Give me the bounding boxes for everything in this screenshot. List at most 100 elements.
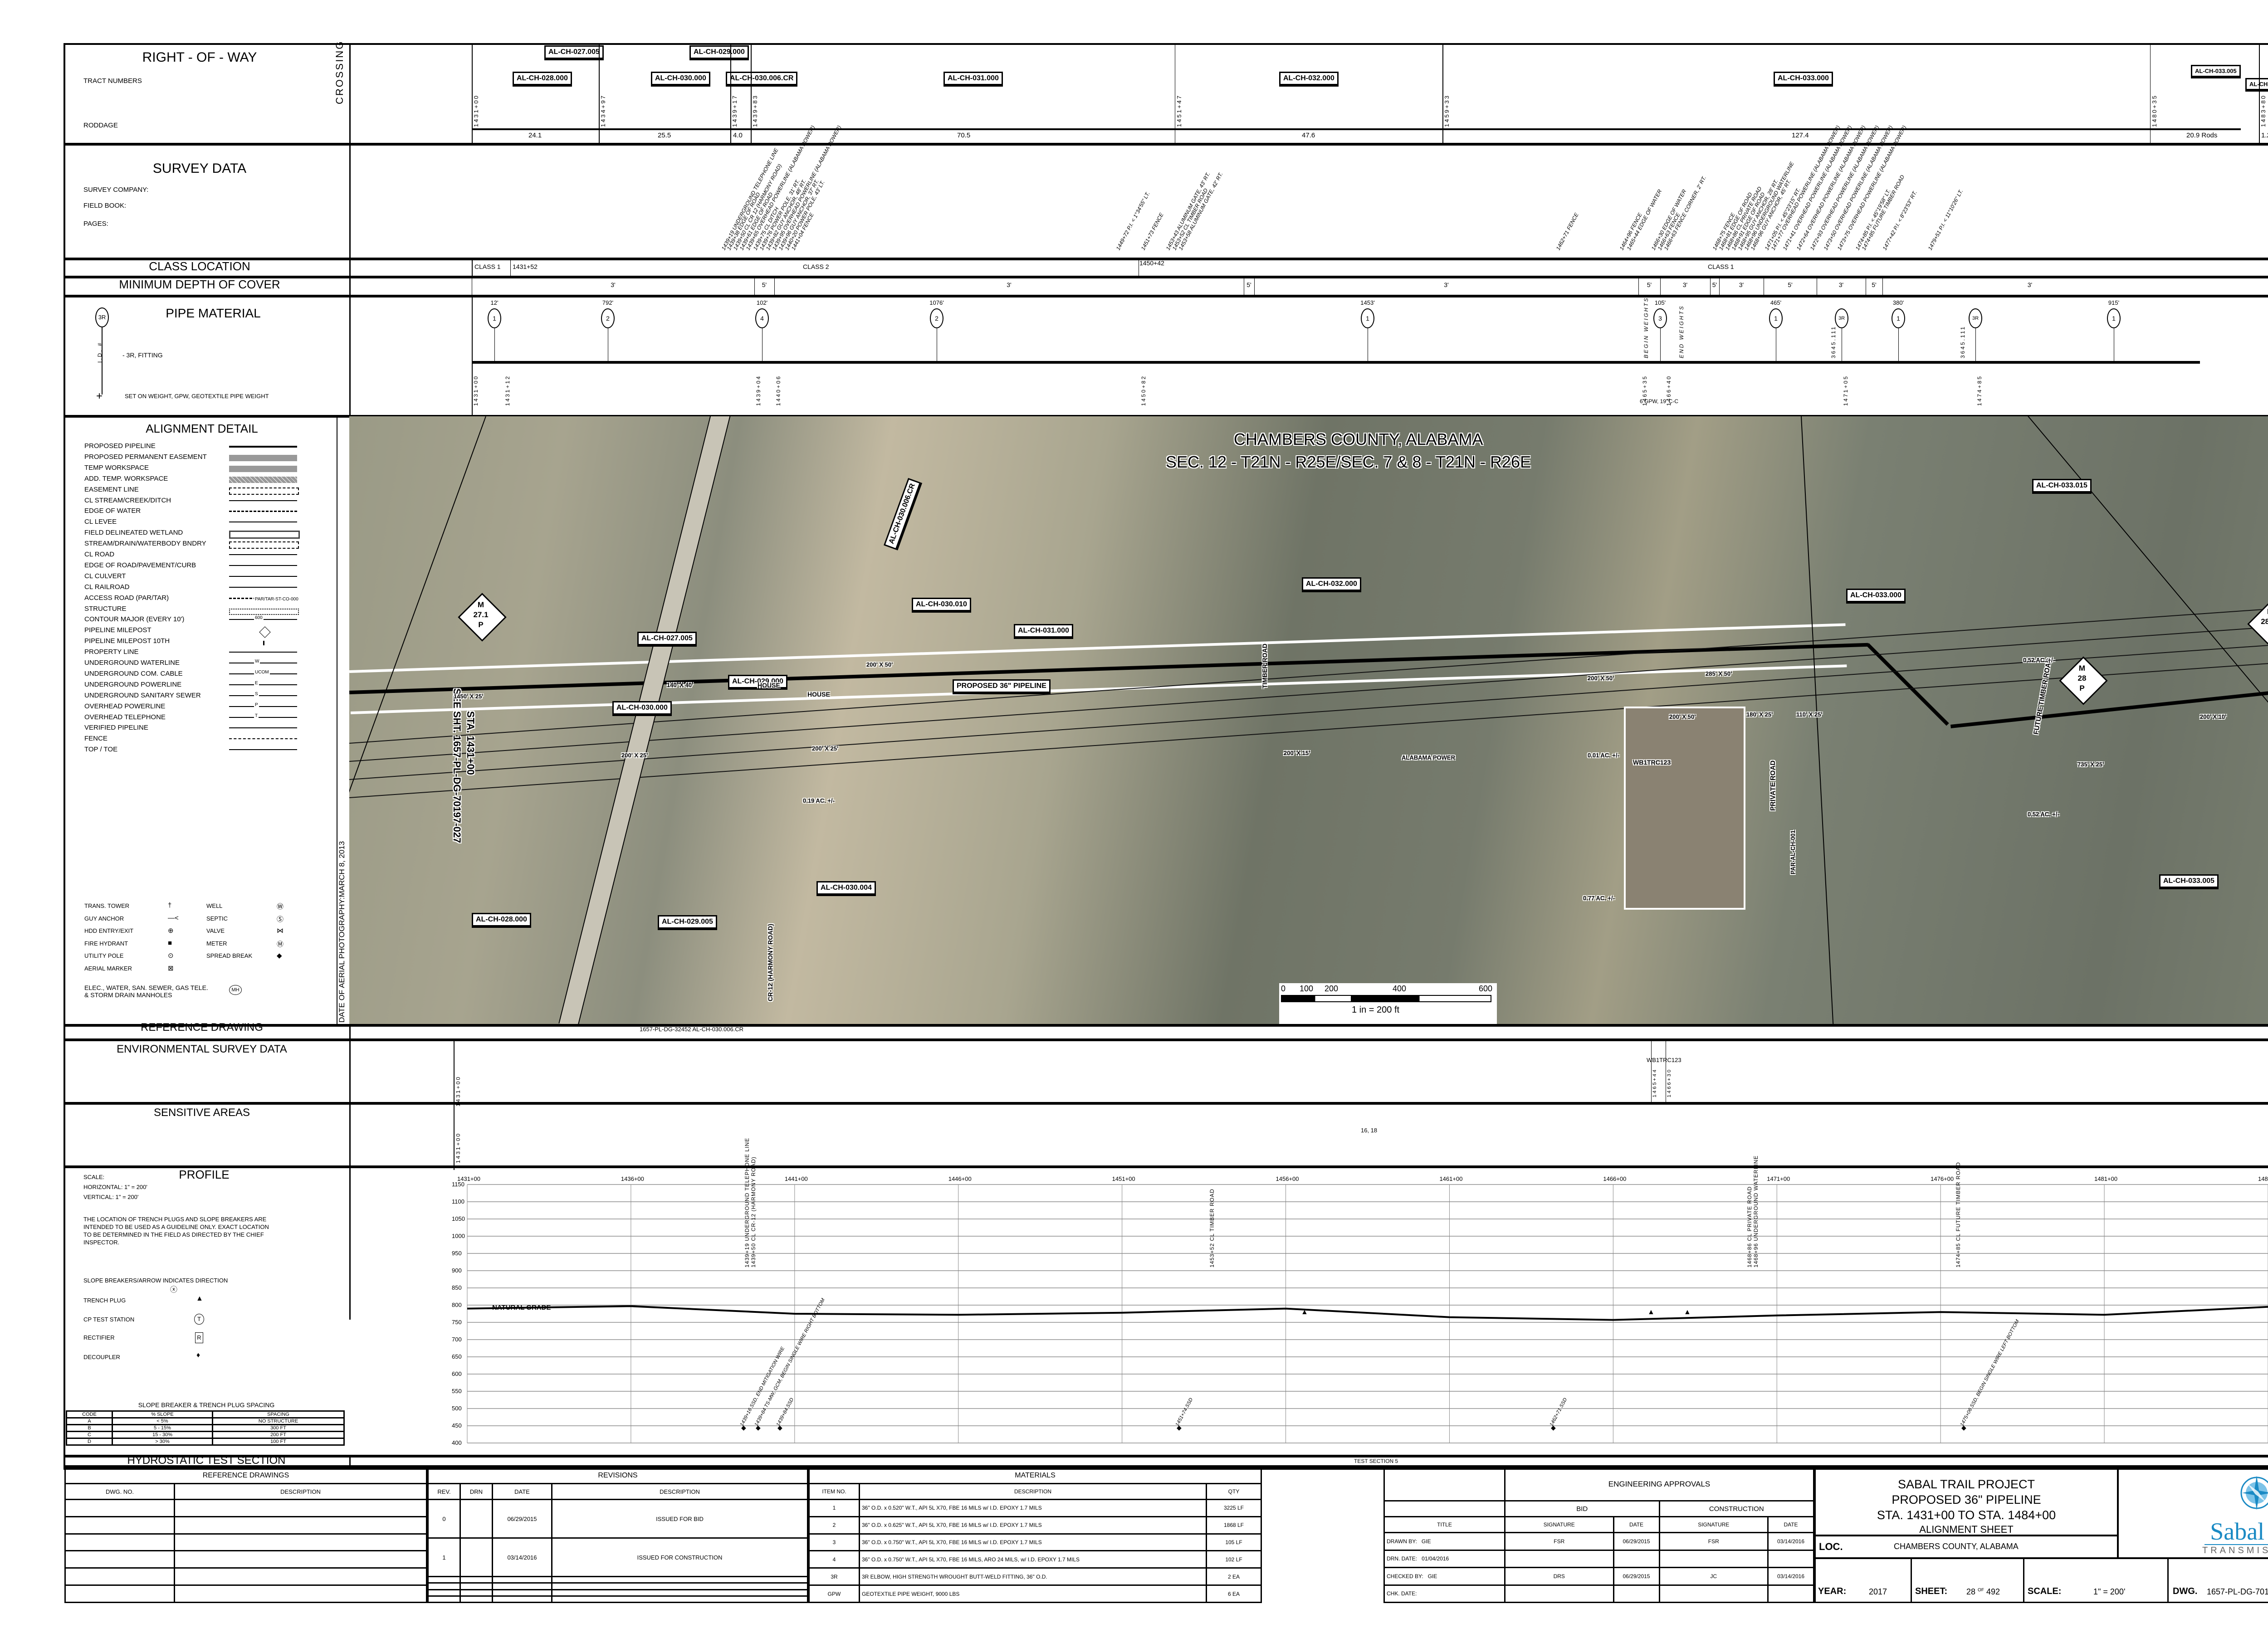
mat-desc: 3R ELBOW, HIGH STRENGTH WROUGHT BUTT-WEL… bbox=[859, 1567, 1207, 1586]
legend-label: OVERHEAD POWERLINE bbox=[84, 702, 166, 710]
reference-drawings-table: REFERENCE DRAWINGS DWG. NO.DESCRIPTION bbox=[64, 1467, 427, 1603]
section-divider bbox=[64, 258, 2268, 260]
pipe-length: 465' bbox=[1770, 299, 1782, 306]
x-tick-label: 1484+00 bbox=[2258, 1175, 2268, 1182]
hydrostatic-title: HYDROSTATIC TEST SECTION bbox=[127, 1454, 286, 1467]
decoupler-icon: ◆ bbox=[1177, 1424, 1182, 1431]
legend-sample-wetland bbox=[229, 531, 300, 539]
valve-icon: ⋈ bbox=[277, 927, 284, 935]
symbol-label: SEPTIC bbox=[206, 915, 228, 922]
legend-label: PROPOSED PERMANENT EASEMENT bbox=[84, 453, 207, 461]
symbol-label: AERIAL MARKER bbox=[84, 965, 132, 972]
survey-company-label: SURVEY COMPANY: bbox=[83, 186, 149, 194]
y-tick-label: 500 bbox=[452, 1405, 462, 1412]
depth-divider bbox=[1254, 276, 1255, 295]
section-divider bbox=[64, 1102, 2268, 1105]
rev-cell bbox=[551, 1576, 808, 1584]
property-line bbox=[1801, 416, 1835, 1024]
pipe-id-icon: 3 bbox=[1653, 308, 1667, 328]
legend-sample-tick bbox=[263, 641, 264, 646]
map-tract-label: AL-CH-030.010 bbox=[912, 598, 971, 611]
reference-title: REFERENCE DRAWING bbox=[141, 1021, 263, 1033]
workspace-dim: 200' X 25' bbox=[812, 745, 839, 752]
trans-tower-icon: † bbox=[168, 902, 172, 909]
approvals-blank bbox=[1383, 1467, 1505, 1501]
section-divider bbox=[64, 1165, 2268, 1168]
gpw-spacing: 6 GPW, 19' C-C bbox=[1640, 398, 1678, 405]
legend-sample-text: P bbox=[254, 702, 259, 707]
natural-grade-line bbox=[467, 1184, 2268, 1443]
legend-label: CL ROAD bbox=[84, 551, 115, 558]
profile-callout: 1468+96 UNDERGROUND WATERLINE bbox=[1753, 1155, 1759, 1267]
profile-callout: 1474+85 CL FUTURE TIMBER ROAD bbox=[1955, 1162, 1961, 1267]
spacing-row: A< 5%NO STRUCTURE bbox=[66, 1417, 345, 1425]
map-label: FUTURE TIMBER ROAD bbox=[2032, 657, 2053, 735]
tract-label: AL-CH-030.006.CR bbox=[726, 72, 798, 85]
map-label: PRIVATE ROAD bbox=[1769, 760, 1777, 811]
x-tick-label: 1451+00 bbox=[1112, 1175, 1135, 1182]
depth-divider bbox=[754, 276, 755, 295]
sheet-total: 492 bbox=[1986, 1587, 2000, 1596]
pipe-leader bbox=[1898, 327, 1899, 362]
weight-legend-icon: + bbox=[96, 390, 103, 402]
x-tick-label: 1466+00 bbox=[1603, 1175, 1627, 1182]
materials-title: MATERIALS bbox=[808, 1467, 1262, 1484]
workspace-dim: 1450' X 25' bbox=[454, 693, 484, 700]
x-tick-label: 1431+00 bbox=[457, 1175, 480, 1182]
legend-label: EDGE OF WATER bbox=[84, 507, 141, 515]
dwg-label: DWG. bbox=[2173, 1586, 2198, 1596]
profile-callout: 1439+50 CL CR-12 (HARMONY ROAD) bbox=[750, 1156, 757, 1267]
fitting-legend: - 3R, FITTING bbox=[122, 351, 163, 359]
map-label: HOUSE bbox=[758, 682, 780, 689]
profile-callout: 1468+86 CL PRIVATE ROAD bbox=[1746, 1186, 1753, 1267]
map-label: CR-12 (HARMONY ROAD) bbox=[767, 924, 774, 1001]
workspace-dim: 110' X 25' bbox=[1796, 711, 1823, 718]
trench-plug-icon: ▲ bbox=[1301, 1308, 1308, 1316]
rev-date: 06/29/2015 bbox=[492, 1498, 552, 1539]
scale-tick: 200 bbox=[1325, 984, 1339, 993]
dwg-number: 1657-PL-DG-70197-028 bbox=[2207, 1587, 2268, 1596]
legend-sample-tele bbox=[229, 717, 297, 718]
scale-tick: 600 bbox=[1479, 984, 1493, 993]
pipe-leader bbox=[1660, 327, 1661, 362]
station-left: STA. 1431+00 bbox=[465, 711, 476, 775]
ref-cell bbox=[174, 1499, 427, 1517]
legend-sample-power bbox=[229, 706, 297, 707]
milepost-p: P bbox=[2079, 684, 2085, 692]
mat-qty: 3225 LF bbox=[1206, 1499, 1262, 1517]
section-divider bbox=[64, 1024, 2268, 1027]
approval-title: DRAWN BY: bbox=[1387, 1538, 1417, 1545]
pipe-station: 1474+85 bbox=[1976, 375, 1983, 406]
approval-row: DRN. DATE: 01/04/2016 bbox=[1383, 1549, 1814, 1568]
mat-qty: 105 LF bbox=[1206, 1533, 1262, 1552]
map-tract-label: AL-CH-029.005 bbox=[658, 915, 717, 929]
x-tick-label: 1481+00 bbox=[2094, 1175, 2118, 1182]
sheet-of: OF bbox=[1978, 1588, 1984, 1593]
map-tract-label: AL-CH-027.005 bbox=[637, 632, 697, 645]
ref-header: DWG. NO. bbox=[64, 1483, 175, 1500]
rev-cell bbox=[427, 1589, 461, 1597]
decoupler-icon: ◆ bbox=[1961, 1424, 1966, 1431]
legend-sample-solid bbox=[229, 565, 297, 566]
location-value: CHAMBERS COUNTY, ALABAMA bbox=[1894, 1542, 2019, 1551]
milepost-m: M bbox=[2258, 607, 2268, 617]
legend-sample-cl-road bbox=[229, 554, 297, 555]
approval-row: CHK. DATE: bbox=[1383, 1584, 1814, 1603]
spacing-slope: 5 - 15% bbox=[112, 1424, 213, 1432]
roddage-value: 127.4 bbox=[1792, 132, 1809, 139]
ref-cell bbox=[174, 1516, 427, 1535]
depth-value: 5' bbox=[1647, 281, 1652, 288]
construction-date bbox=[1767, 1549, 1814, 1568]
bid-date: 06/29/2015 bbox=[1613, 1532, 1660, 1551]
roddage-line bbox=[472, 128, 2241, 130]
alignment-title: ALIGNMENT DETAIL bbox=[146, 422, 258, 435]
profile-title: PROFILE bbox=[179, 1168, 230, 1181]
aerial-map[interactable]: CHAMBERS COUNTY, ALABAMA SEC. 12 - T21N … bbox=[349, 416, 2268, 1024]
construction-signature bbox=[1658, 1549, 1769, 1568]
trench-plug-icon: ▲ bbox=[196, 1295, 203, 1302]
rev-cell bbox=[492, 1589, 552, 1597]
section-divider bbox=[64, 295, 2268, 297]
mat-qty: 2 EA bbox=[1206, 1567, 1262, 1586]
